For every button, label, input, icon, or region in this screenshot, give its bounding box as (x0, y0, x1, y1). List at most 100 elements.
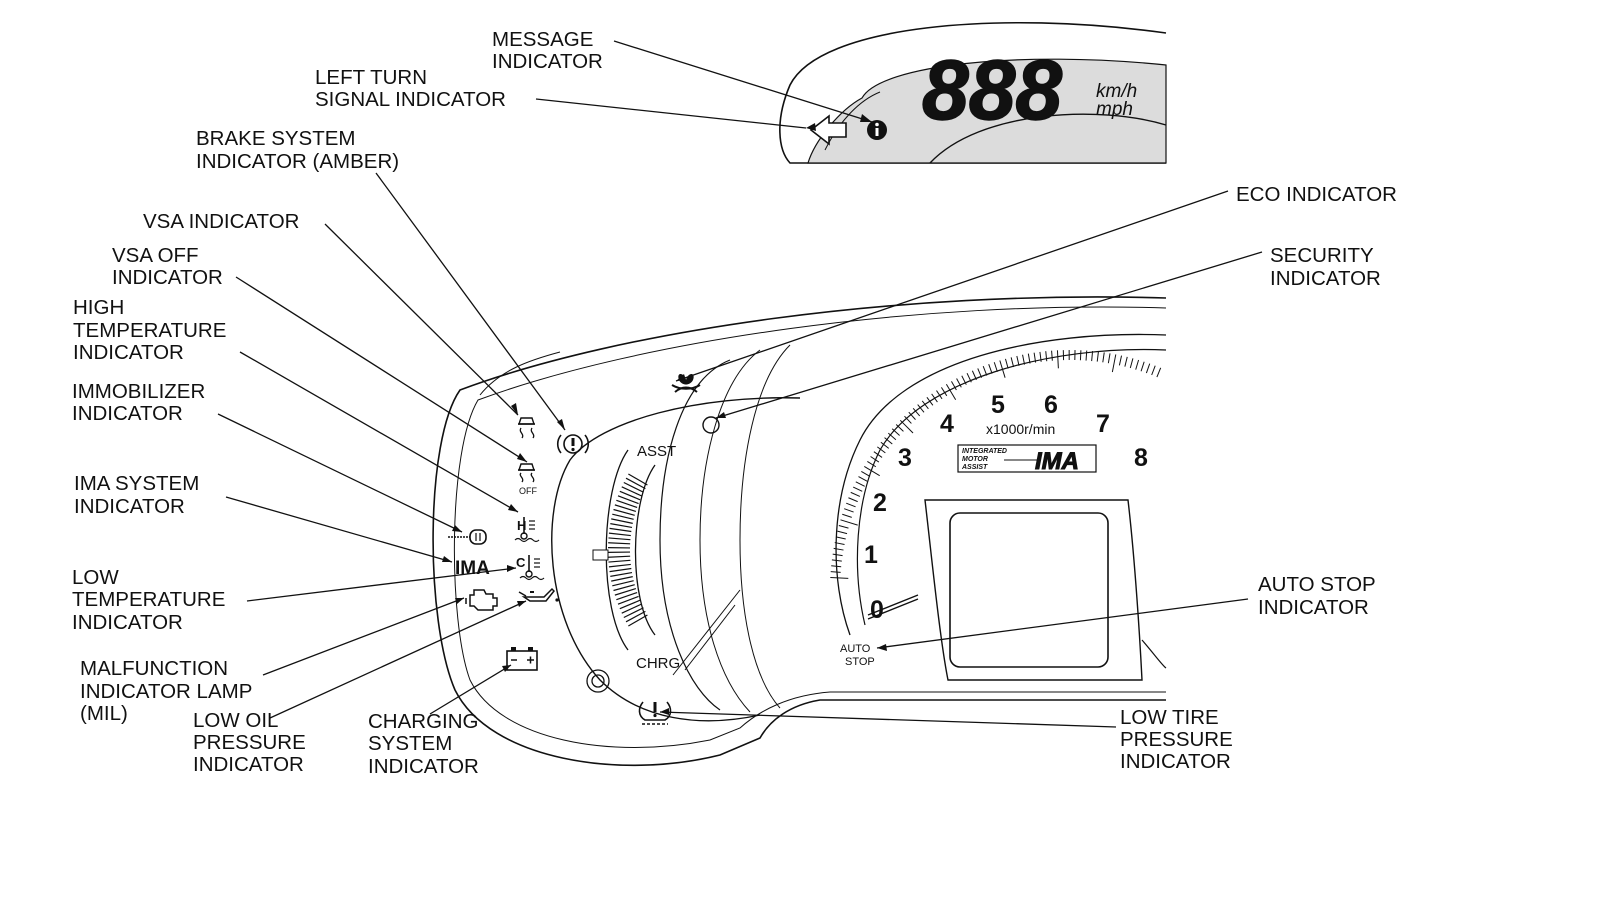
asst-label: ASST (637, 443, 676, 460)
callout-brake-2: INDICATOR (AMBER) (196, 150, 399, 173)
tach-tick (831, 565, 842, 568)
bar-segment (608, 537, 631, 541)
tach-tick (999, 360, 1006, 378)
tach-tick (904, 415, 912, 424)
callout-auto-stop-1: AUTO STOP (1258, 573, 1376, 596)
upper-speed-display: 888 km/h mph (779, 21, 1167, 164)
tachometer: 0 1 2 3 4 5 6 7 8 x1000r/min INTEGRATED … (830, 333, 1167, 636)
bar-segment (625, 610, 646, 623)
ima-badge-small-1: INTEGRATED (962, 448, 1007, 455)
speed-digits: 888 (921, 42, 1063, 138)
auto-stop-line-2: STOP (845, 656, 875, 668)
bar-segment (610, 571, 633, 577)
callout-left-turn-1: LEFT TURN (315, 66, 427, 89)
callout-high-temp-2: TEMPERATURE (73, 319, 226, 342)
rpm-tick-4: 4 (940, 410, 954, 438)
tach-tick (961, 375, 967, 385)
tach-tick (842, 513, 852, 518)
bar-segment (623, 607, 644, 619)
rpm-tick-3: 3 (898, 444, 912, 472)
callout-message-2: INDICATOR (492, 50, 603, 73)
bar-segment (609, 567, 632, 573)
tach-tick (884, 437, 893, 445)
low-tire-pressure-icon (638, 701, 672, 725)
bar-segment (619, 599, 641, 610)
bar-segment (617, 495, 639, 505)
tach-tick (1051, 350, 1053, 361)
bar-segment (617, 595, 639, 605)
tach-tick (917, 404, 925, 413)
callout-low-tire-3: INDICATOR (1120, 750, 1231, 773)
callout-auto-stop-2: INDICATOR (1258, 596, 1369, 619)
tach-tick (838, 524, 849, 529)
callout-immobilizer-2: INDICATOR (72, 402, 183, 425)
tach-tick (956, 378, 962, 388)
tach-tick (1151, 365, 1156, 376)
tach-tick (966, 372, 972, 383)
callout-mil-3: (MIL) (80, 702, 128, 725)
bar-segment (614, 504, 637, 512)
tach-tick (1045, 351, 1048, 362)
bar-segment (628, 614, 648, 627)
chrg-label: CHRG (636, 655, 680, 672)
tach-tick (867, 460, 877, 468)
tach-tick (848, 497, 858, 503)
ima-badge-text: IMA (1035, 448, 1079, 475)
callout-ima-system-1: IMA SYSTEM (74, 472, 199, 495)
rpm-tick-7: 7 (1096, 410, 1110, 438)
callout-brake-1: BRAKE SYSTEM (196, 127, 356, 150)
rpm-tick-1: 1 (864, 541, 878, 569)
bar-segment (621, 603, 642, 614)
callout-low-tire-2: PRESSURE (1120, 728, 1233, 751)
tach-tick (945, 384, 957, 400)
tach-tick (887, 432, 897, 441)
tach-tick (940, 387, 948, 397)
rpm-tick-5: 5 (991, 391, 1005, 419)
tach-tick (858, 476, 868, 482)
tach-tick (850, 491, 861, 497)
tach-tick (846, 502, 856, 508)
callout-high-temp-3: INDICATOR (73, 341, 184, 364)
bar-segment (610, 523, 633, 529)
tach-tick (1022, 354, 1026, 365)
vsa-icon (518, 417, 535, 439)
left-turn-arrow-icon (809, 114, 847, 146)
callout-high-temp-1: HIGH (73, 296, 124, 319)
callout-mil-2: INDICATOR LAMP (80, 680, 252, 703)
tach-tick (1004, 358, 1009, 369)
bar-segment (608, 559, 631, 563)
check-engine-icon (465, 589, 498, 611)
low-temperature-icon: C (516, 555, 545, 581)
leader-arrowheads (442, 114, 887, 715)
speed-unit-mph: mph (1096, 99, 1133, 120)
message-info-icon (867, 120, 887, 140)
tach-tick (993, 362, 998, 372)
callout-mil-1: MALFUNCTION (80, 657, 228, 680)
tach-tick (1033, 352, 1037, 363)
tach-tick (837, 530, 848, 535)
tach-tick (870, 456, 880, 463)
tach-tick (855, 481, 865, 487)
callout-labels: MESSAGE INDICATOR LEFT TURN SIGNAL INDIC… (72, 28, 1397, 778)
ima-badge-small-2: MOTOR (962, 456, 988, 463)
inner-oval-panel (551, 344, 801, 722)
rpm-unit-label: x1000r/min (986, 421, 1055, 437)
ima-system-lamp: IMA (455, 558, 490, 579)
tach-tick (988, 364, 993, 374)
callout-vsa-off-2: INDICATOR (112, 266, 223, 289)
bar-segment (613, 584, 635, 592)
tach-tick (951, 381, 957, 391)
callout-charging-2: SYSTEM (368, 732, 452, 755)
bar-segment (616, 591, 638, 601)
bar-segment (608, 555, 631, 558)
callout-low-oil-2: PRESSURE (193, 731, 306, 754)
tach-tick (1091, 351, 1094, 362)
bar-segment (611, 576, 633, 582)
callout-ima-system-2: INDICATOR (74, 495, 185, 518)
tach-tick (1145, 363, 1151, 374)
bar-segment (608, 563, 631, 568)
tach-tick (1056, 350, 1059, 369)
tach-tick (971, 370, 977, 381)
speed-unit-kmh: km/h (1096, 81, 1137, 102)
